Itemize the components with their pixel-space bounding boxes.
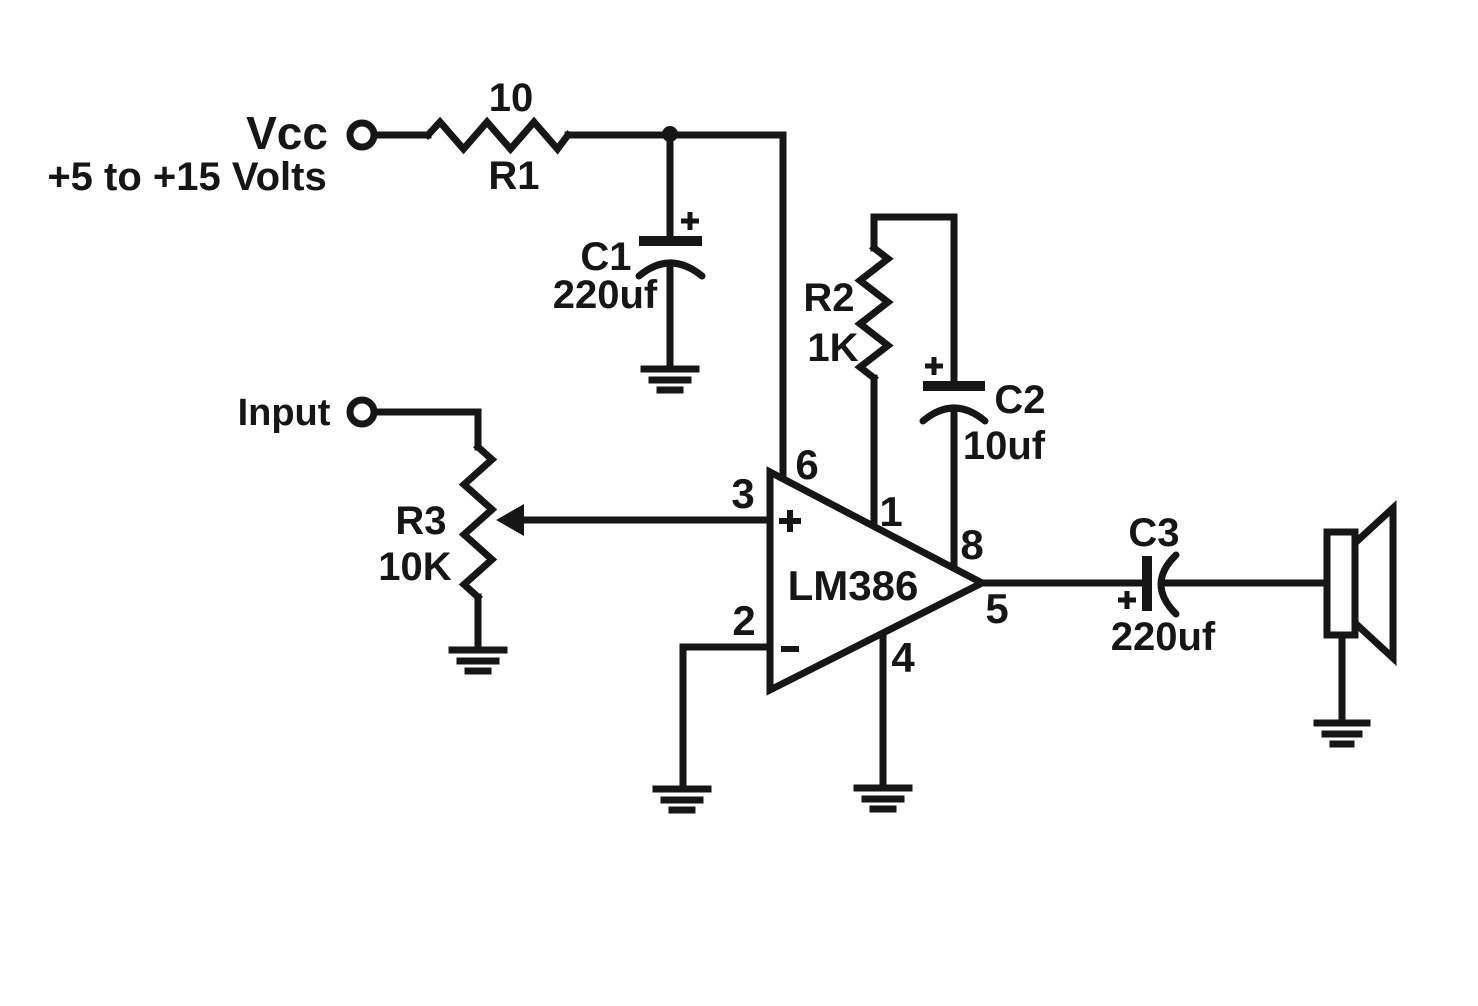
- pin6-label: 6: [795, 441, 818, 488]
- r2-value-label: 1K: [807, 326, 858, 370]
- c1-plus-sign: [681, 212, 699, 230]
- c2-ref-label: C2: [994, 378, 1045, 422]
- c1-ref-label: C1: [580, 235, 631, 279]
- r3-ref-label: R3: [395, 499, 446, 543]
- wire-vcc-rail-pin6: [564, 131, 787, 486]
- c2-plus-sign: [925, 357, 943, 375]
- potentiometer-r3-icon: [458, 442, 498, 602]
- c2-value-label: 10uf: [963, 424, 1046, 468]
- vcc-label: Vcc: [246, 107, 328, 159]
- opamp-lm386: LM386 6 3 2 1 8 5 4: [731, 441, 1009, 696]
- ground-symbol-pin2: [652, 785, 712, 814]
- input-label: Input: [238, 392, 331, 434]
- opamp-triangle-icon: [766, 466, 990, 696]
- pin5-label: 5: [985, 585, 1008, 632]
- wire-input-to-pot: [370, 408, 482, 451]
- ground-symbol-speaker: [1313, 719, 1371, 748]
- ground-symbol-c1: [640, 365, 700, 394]
- vcc-range-label: +5 to +15 Volts: [47, 155, 326, 199]
- r1-value-label: 10: [489, 76, 534, 120]
- output-section: C3 220uf: [975, 500, 1397, 748]
- input-section: Input R3 10K: [238, 392, 776, 675]
- capacitor-c1: C1 220uf: [553, 131, 706, 394]
- r1-ref-label: R1: [488, 154, 539, 198]
- pin8-label: 8: [960, 521, 983, 568]
- pin1-label: 1: [879, 488, 902, 535]
- c3-plus-sign: [1118, 591, 1136, 609]
- input-terminal-icon: [346, 396, 378, 428]
- resistor-r2-icon: [854, 243, 894, 383]
- ground-symbol-r3: [448, 646, 508, 675]
- opamp-label: LM386: [788, 562, 919, 609]
- c3-ref-label: C3: [1128, 511, 1179, 555]
- c1-value-label: 220uf: [553, 273, 658, 317]
- ground-symbol-pin4: [853, 784, 913, 813]
- power-section: Vcc +5 to +15 Volts 10 R1: [47, 76, 787, 486]
- opamp-noninverting-sign: [779, 510, 801, 532]
- speaker-cone-icon: [1351, 500, 1397, 666]
- wire-r2-top-to-c2: [870, 213, 958, 386]
- r3-wiper-arrow-icon: [496, 504, 524, 536]
- pin4-label: 4: [891, 634, 915, 681]
- opamp-ground-wires: [652, 621, 913, 814]
- pin3-label: 3: [731, 470, 754, 517]
- speaker-body-icon: [1323, 528, 1359, 639]
- c3-value-label: 220uf: [1111, 615, 1216, 659]
- pin2-wire: [679, 643, 776, 792]
- vcc-terminal-icon: [346, 119, 378, 151]
- r2-ref-label: R2: [803, 276, 854, 320]
- r3-value-label: 10K: [378, 545, 451, 589]
- pin2-label: 2: [732, 597, 755, 644]
- gain-network: R2 1K C2 10uf: [803, 213, 1046, 576]
- resistor-r1-icon: [423, 116, 573, 155]
